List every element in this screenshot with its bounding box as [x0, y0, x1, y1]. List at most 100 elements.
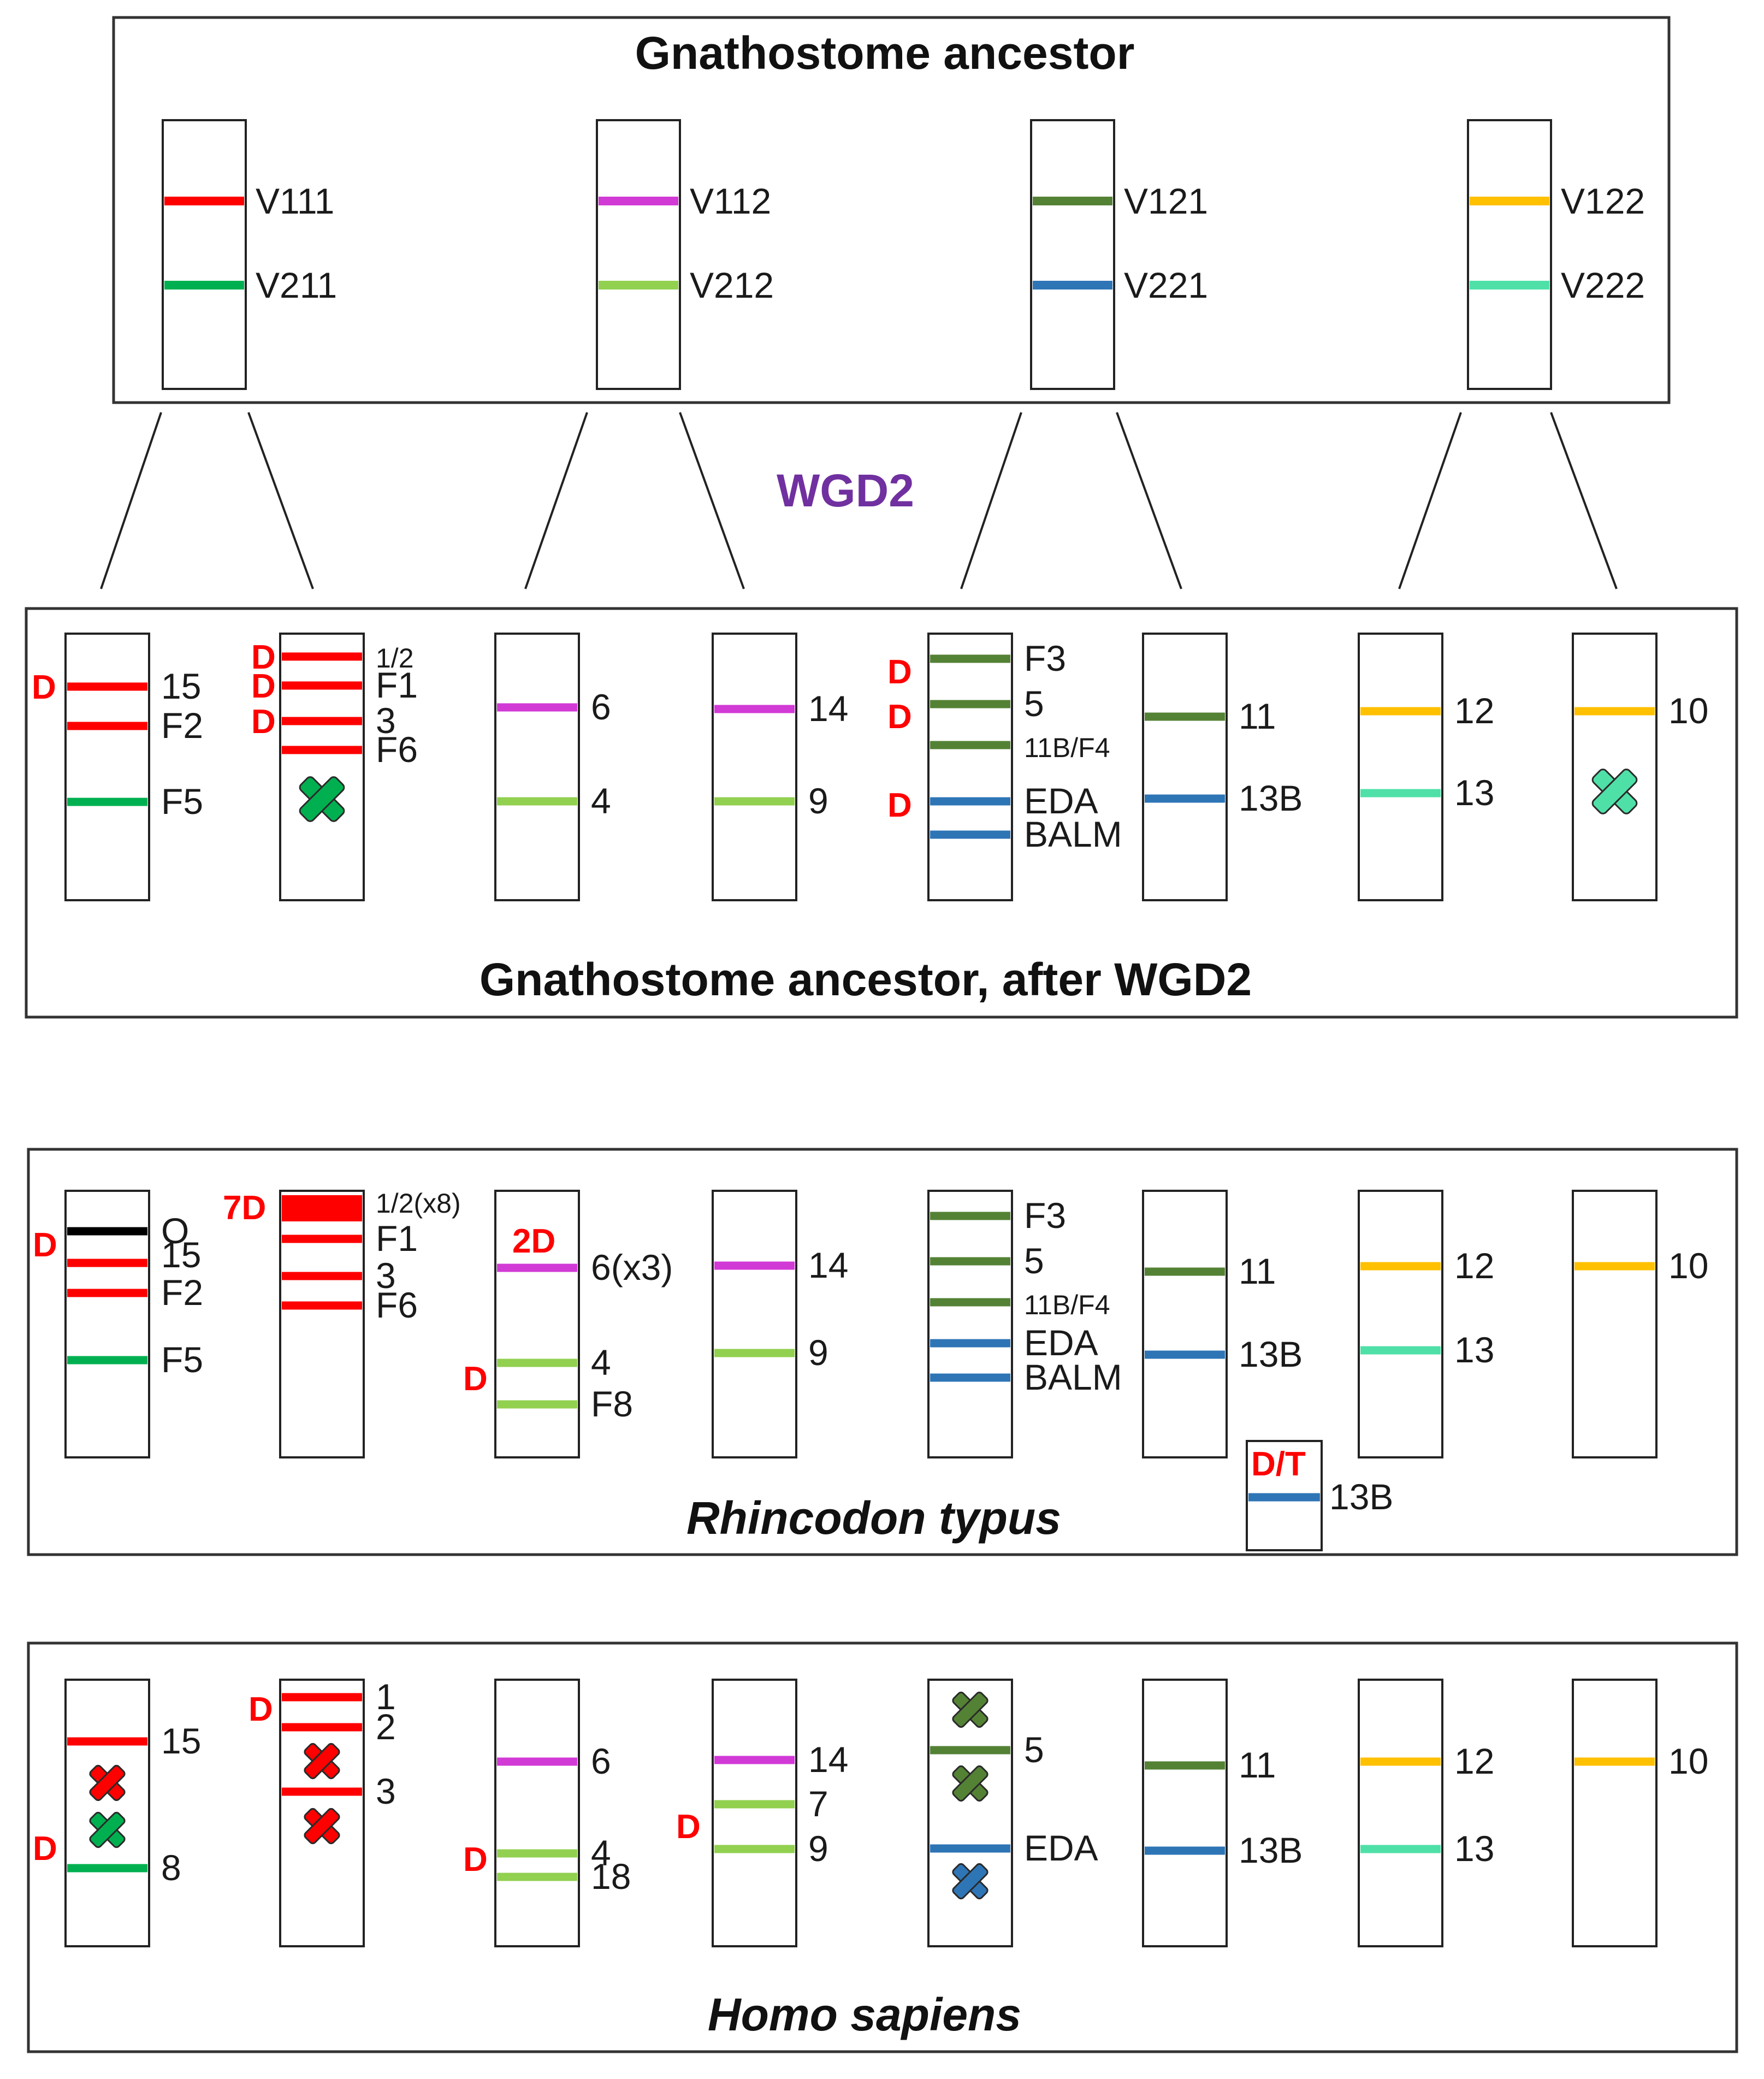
duplication-marker: D	[676, 1808, 701, 1846]
gene-label: 8	[161, 1847, 181, 1888]
gene-label: EDA	[1024, 1322, 1098, 1363]
gene-loss-cross-icon	[952, 1765, 988, 1802]
gene-band	[1574, 707, 1655, 716]
gene-label: 4	[591, 781, 611, 821]
gene-label: 11	[1239, 696, 1276, 736]
chromosome-layer: V111V211V112V212V121V221V122V22215DF2F51…	[32, 119, 1708, 1947]
gene-band	[1360, 1845, 1441, 1853]
gene-loss-cross-icon	[304, 1808, 340, 1845]
gene-loss-cross-icon	[89, 1811, 126, 1848]
chromosome	[927, 633, 1013, 901]
gene-band	[282, 746, 362, 754]
gene-band	[67, 1227, 147, 1236]
gene-band	[67, 1356, 147, 1365]
gene-band	[282, 1235, 362, 1243]
gene-band	[930, 741, 1010, 749]
duplication-marker: D	[251, 639, 276, 676]
chromosome	[1358, 1190, 1443, 1458]
gene-band	[930, 1746, 1010, 1755]
chromosome	[1358, 633, 1443, 901]
gene-band	[1145, 1761, 1225, 1770]
gene-band	[1145, 1846, 1225, 1855]
connector-line	[247, 412, 314, 589]
connector-line	[1550, 412, 1618, 589]
gene-label: 13B	[1329, 1476, 1393, 1517]
gene-label: 4	[591, 1342, 611, 1383]
gene-label: F1	[376, 665, 418, 705]
gene-label: 9	[808, 1828, 828, 1869]
gene-label: 11	[1239, 1251, 1276, 1291]
panel-ancestor	[112, 16, 1671, 404]
gene-label: 6	[591, 687, 611, 727]
gene-band	[714, 1756, 795, 1764]
gene-band	[497, 1263, 577, 1272]
gene-band	[282, 652, 362, 661]
gene-band	[930, 1298, 1010, 1307]
connector-line	[1398, 412, 1462, 589]
gene-label: 13B	[1239, 778, 1303, 818]
gene-band	[714, 1349, 795, 1357]
panel-after-wgd2	[25, 607, 1738, 1019]
duplication-marker: D	[887, 787, 912, 824]
panel-homo	[27, 1641, 1738, 2053]
chromosome	[712, 1679, 797, 1947]
panel-rhincodon	[27, 1148, 1738, 1556]
chromosome	[279, 1190, 365, 1458]
gene-band	[1145, 1267, 1225, 1276]
connector-line	[524, 412, 588, 589]
gene-label: V111	[256, 181, 334, 221]
gene-label: BALM	[1024, 1357, 1122, 1397]
gene-loss-cross-icon	[1591, 769, 1638, 814]
gene-label: 1	[376, 1676, 396, 1717]
chromosome	[162, 119, 247, 390]
chromosome	[1467, 119, 1552, 390]
duplication-marker: D	[887, 653, 912, 691]
gene-label: 3	[376, 1255, 396, 1296]
gene-label: 13	[1454, 1330, 1494, 1370]
gene-band	[1145, 794, 1225, 803]
duplication-marker: D	[251, 703, 276, 741]
gene-band	[67, 1737, 147, 1746]
gene-label: 10	[1668, 1245, 1708, 1286]
gene-band	[1470, 197, 1549, 205]
gene-label: 15	[161, 666, 201, 706]
gene-label: EDA	[1024, 1828, 1098, 1868]
gene-band	[1360, 1262, 1441, 1271]
gene-label: 13B	[1239, 1830, 1303, 1870]
gene-band	[714, 705, 795, 713]
gene-label: F5	[161, 1339, 203, 1380]
chromosome	[927, 1190, 1013, 1458]
gene-label: 5	[1024, 683, 1044, 724]
title-ancestor: Gnathostome ancestor	[635, 27, 1135, 79]
gene-band	[497, 703, 577, 712]
gene-band	[930, 700, 1010, 708]
gene-label: BALM	[1024, 814, 1122, 854]
duplication-marker: D	[33, 1830, 57, 1868]
gene-band	[714, 1800, 795, 1809]
gene-band	[497, 797, 577, 806]
gene-band	[1574, 1262, 1655, 1271]
gene-band	[67, 722, 147, 730]
gene-label: 12	[1454, 690, 1494, 731]
title-homo: Homo sapiens	[708, 1989, 1021, 2040]
duplication-marker: 7D	[223, 1189, 266, 1227]
gene-band	[282, 1272, 362, 1280]
gene-band	[282, 1693, 362, 1702]
duplication-marker: D	[463, 1841, 488, 1879]
duplication-marker: D	[887, 698, 912, 736]
gene-label: 5	[1024, 1241, 1044, 1281]
gene-label: V221	[1124, 265, 1208, 305]
gene-label: V222	[1561, 265, 1645, 305]
gene-band	[930, 830, 1010, 839]
gene-band	[497, 1359, 577, 1367]
gene-label: 13	[1454, 1828, 1494, 1869]
gene-band	[930, 1844, 1010, 1853]
title-after-wgd2: Gnathostome ancestor, after WGD2	[480, 954, 1252, 1005]
gene-label: 10	[1668, 690, 1708, 731]
duplication-marker: D	[251, 668, 276, 705]
gene-label: 13B	[1239, 1334, 1303, 1374]
gene-label: F1	[376, 1218, 418, 1259]
gene-band	[497, 1873, 577, 1881]
gene-label: F5	[161, 781, 203, 822]
